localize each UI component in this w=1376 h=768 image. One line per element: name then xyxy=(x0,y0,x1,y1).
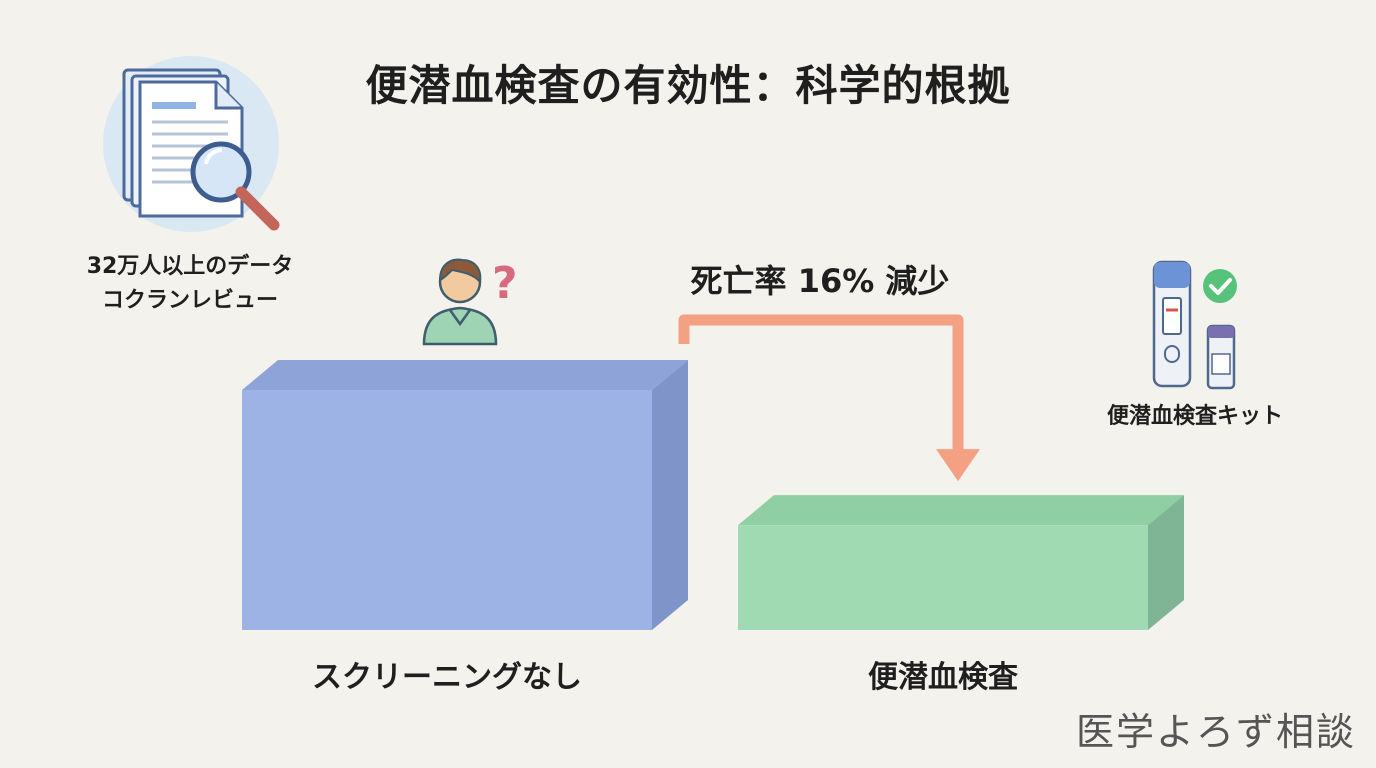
bar-fobt xyxy=(738,525,1148,630)
watermark: 医学よろず相談 xyxy=(1075,710,1356,754)
test-kit-icon xyxy=(1152,260,1237,390)
page-title: 便潜血検査の有効性：科学的根拠 xyxy=(365,61,1011,110)
bar-fobt-side xyxy=(1148,495,1184,630)
evidence-caption: 32万人以上のデータ コクランレビュー xyxy=(40,250,340,318)
bar-fobt-top xyxy=(738,495,1184,526)
document-review-icon xyxy=(103,56,280,232)
reduction-arrow xyxy=(678,314,964,454)
reduction-arrow-head xyxy=(936,449,980,482)
mortality-reduction-annotation: 死亡率 16% 減少 xyxy=(690,262,950,300)
person-question-icon: ? xyxy=(422,258,518,346)
bar-no-screening xyxy=(242,390,652,630)
bar-no-screening-top xyxy=(242,360,688,390)
bar-no-screening-side xyxy=(652,360,688,630)
evidence-line-1: 32万人以上のデータ xyxy=(86,254,294,279)
svg-text:?: ? xyxy=(492,258,518,309)
evidence-line-2: コクランレビュー xyxy=(101,288,278,313)
test-kit-label: 便潜血検査キット xyxy=(1106,404,1283,429)
category-label-no-screening: スクリーニングなし xyxy=(312,660,582,695)
category-label-fobt: 便潜血検査 xyxy=(868,660,1018,695)
